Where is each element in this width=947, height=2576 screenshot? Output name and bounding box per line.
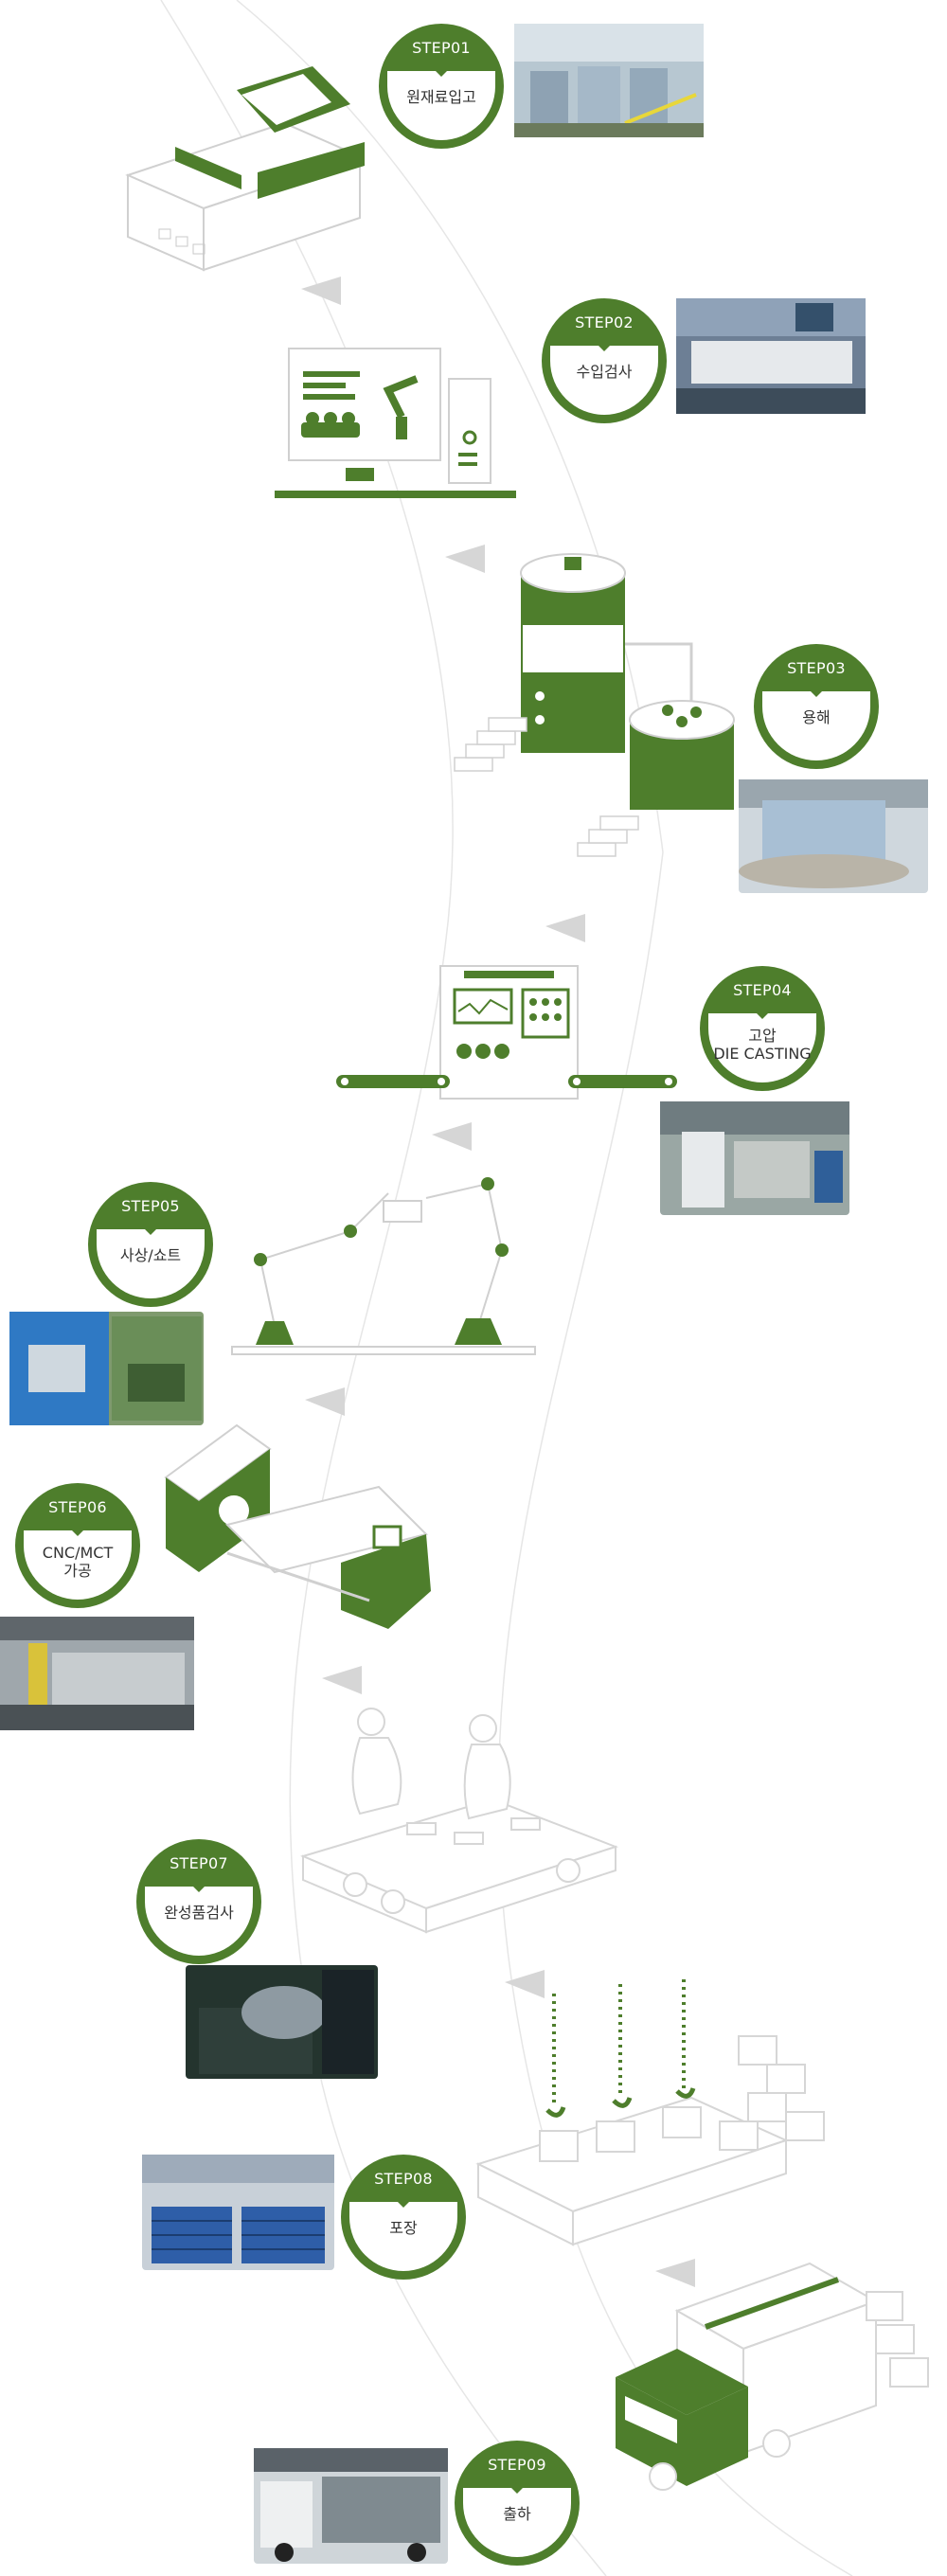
- arrow-icon: [505, 1970, 545, 1998]
- step-name: 사상/쇼트: [119, 1246, 182, 1264]
- photo-incoming-inspection: [676, 298, 866, 414]
- step-number: STEP02: [575, 313, 634, 331]
- step-03-badge: STEP03 용해: [754, 644, 879, 769]
- cnc-machine-illustration: [164, 1423, 431, 1629]
- step-number: STEP03: [787, 659, 846, 677]
- photo-packing: [142, 2155, 334, 2270]
- step-05-badge: STEP05 사상/쇼트: [88, 1182, 213, 1307]
- step-02-badge: STEP02 수입검사: [542, 298, 667, 423]
- delivery-truck-illustration: [616, 2262, 929, 2491]
- arrow-icon: [445, 545, 485, 573]
- step-name: 완성품검사: [164, 1904, 234, 1922]
- step-09-badge: STEP09 출하: [455, 2441, 580, 2566]
- flow-arrows: [301, 277, 695, 2287]
- arrow-icon: [305, 1387, 345, 1416]
- step-04-badge: STEP04 고압 DIE CASTING: [700, 966, 825, 1091]
- step-number: STEP01: [412, 39, 471, 57]
- step-name: 고압 DIE CASTING: [713, 1027, 812, 1063]
- step-number: STEP09: [488, 2456, 546, 2474]
- photo-die-casting-machine: [660, 1101, 849, 1215]
- step-name: CNC/MCT 가공: [42, 1544, 114, 1580]
- step-06-badge: STEP06 CNC/MCT 가공: [15, 1483, 140, 1608]
- photo-melting-furnace: [739, 779, 928, 893]
- arrow-icon: [301, 277, 341, 305]
- photo-raw-material-warehouse: [514, 24, 704, 137]
- step-name: 출하: [503, 2505, 531, 2523]
- step-number: STEP04: [733, 981, 792, 999]
- step-name: 용해: [802, 708, 831, 726]
- inspection-monitor-illustration: [275, 348, 516, 498]
- photo-shipping-truck: [254, 2448, 448, 2564]
- robot-arm-illustration: [231, 1176, 536, 1355]
- step-name: 원재료입고: [406, 88, 476, 106]
- step-01-badge: STEP01 원재료입고: [379, 24, 504, 149]
- arrow-icon: [545, 914, 585, 942]
- photo-grinding-shot: [9, 1312, 204, 1425]
- photo-cnc-mct-machining: [0, 1617, 194, 1730]
- packing-conveyor-illustration: [475, 1979, 825, 2246]
- step-name: 포장: [389, 2219, 418, 2237]
- step-number: STEP07: [170, 1854, 228, 1872]
- step-number: STEP06: [48, 1498, 107, 1516]
- step-07-badge: STEP07 완성품검사: [136, 1839, 261, 1964]
- photo-final-inspection: [186, 1965, 378, 2079]
- step-number: STEP08: [374, 2170, 433, 2188]
- arrow-icon: [432, 1122, 472, 1151]
- forklift-illustration: [125, 66, 365, 272]
- die-casting-machine-illustration: [336, 965, 677, 1100]
- inspection-conveyor-illustration: [300, 1708, 618, 1934]
- arrow-icon: [655, 2259, 695, 2287]
- arrow-icon: [322, 1666, 362, 1694]
- step-08-badge: STEP08 포장: [341, 2155, 466, 2280]
- step-number: STEP05: [121, 1197, 180, 1215]
- step-name: 수입검사: [576, 363, 633, 381]
- melting-tank-illustration: [454, 553, 735, 857]
